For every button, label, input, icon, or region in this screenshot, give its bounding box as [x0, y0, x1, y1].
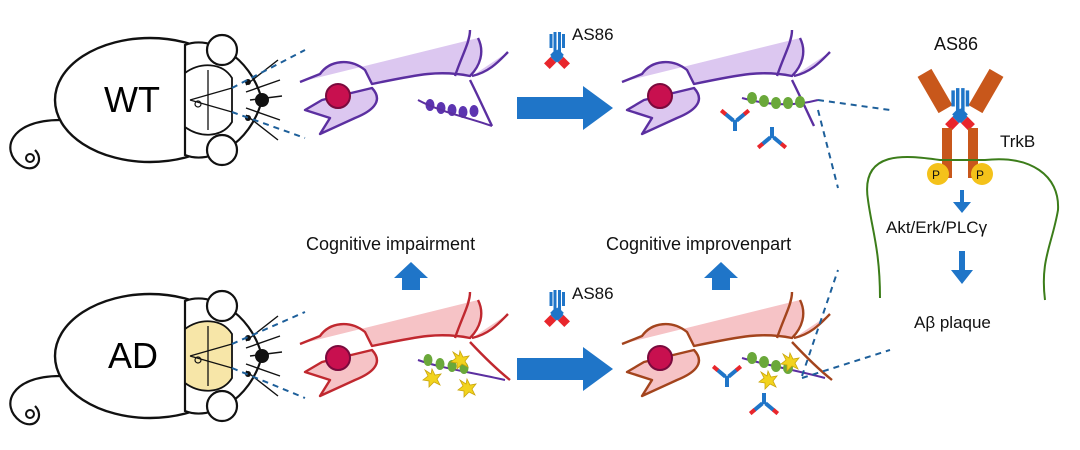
mouse-ad-icon	[9, 289, 284, 426]
arrow-right-icon-bottom	[517, 347, 613, 391]
zoom-line-wt	[231, 49, 306, 139]
antibody-label-top: AS86	[572, 25, 614, 44]
arrow-up-icon-1	[394, 262, 428, 290]
antibody-label-bottom: AS86	[572, 284, 614, 303]
arrow-down-icon-2	[951, 251, 973, 284]
zoom-line-ad-treated	[801, 269, 891, 379]
receptor-label: TrkB	[1000, 132, 1035, 151]
wt-label: WT	[104, 79, 160, 120]
antibody-icon-top	[544, 32, 570, 69]
pathway-label: Akt/Erk/PLCγ	[886, 218, 988, 237]
arrow-right-icon-top	[517, 86, 613, 130]
zoom-line-wt-treated	[817, 99, 891, 189]
mouse-wt-icon	[9, 33, 284, 170]
neuron-wt-treated	[621, 29, 831, 150]
cognitive-impairment-label: Cognitive impairment	[306, 234, 475, 254]
antibody-label-right: AS86	[934, 34, 978, 54]
neuron-ad-treated	[621, 291, 833, 416]
plaque-label: Aβ plaque	[914, 313, 991, 332]
ad-label: AD	[108, 335, 158, 376]
phospho-right: P	[976, 168, 984, 182]
neuron-wt	[299, 29, 509, 136]
zoom-line-ad	[231, 311, 306, 399]
neuron-ad	[299, 291, 511, 398]
arrow-down-icon-1	[953, 190, 971, 213]
cell-membrane	[866, 156, 1060, 301]
phospho-left: P	[932, 168, 940, 182]
antibody-icon-bottom	[544, 290, 570, 327]
cognitive-improvement-label: Cognitive improvenpart	[606, 234, 791, 254]
trkb-receptor-icon	[917, 68, 1004, 185]
arrow-up-icon-2	[704, 262, 738, 290]
